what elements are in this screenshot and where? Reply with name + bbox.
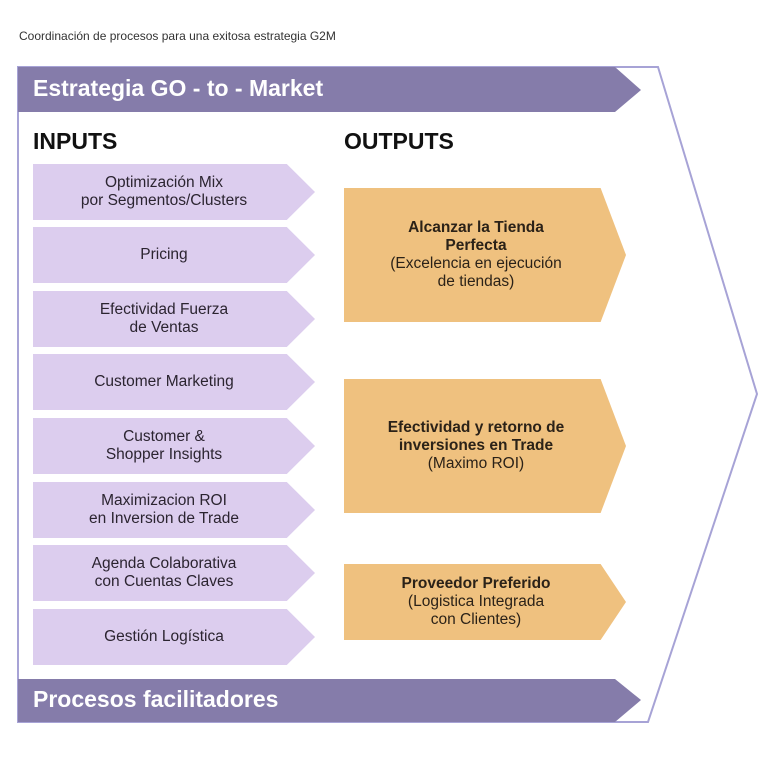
- output-title: Efectividad y retorno de inversiones en …: [387, 419, 565, 454]
- chevron-shape: [33, 354, 315, 410]
- input-chevron: Customer Marketing: [33, 354, 315, 410]
- header-band-title: Estrategia GO - to - Market: [33, 75, 324, 101]
- input-chevron: Agenda Colaborativa con Cuentas Claves: [33, 545, 315, 601]
- footer-band-shape: [18, 679, 641, 722]
- input-label: Gestión Logística: [104, 628, 224, 645]
- input-chevron: Maximizacion ROI en Inversion de Trade: [33, 482, 315, 538]
- chevron-shape: [33, 418, 315, 474]
- outputs-heading: OUTPUTS: [344, 128, 454, 154]
- input-label: Pricing: [140, 246, 188, 263]
- output-subtitle: (Maximo ROI): [427, 455, 525, 472]
- diagram-caption: Coordinación de procesos para una exitos…: [19, 29, 336, 43]
- output-chevron: Proveedor Preferido(Logistica Integrada …: [344, 564, 626, 640]
- output-title: Proveedor Preferido: [401, 575, 551, 592]
- header-band-shape: [18, 67, 641, 112]
- output-chevron: Alcanzar la Tienda Perfecta(Excelencia e…: [344, 188, 626, 322]
- input-label: Customer Marketing: [94, 373, 234, 390]
- input-chevron: Pricing: [33, 227, 315, 283]
- input-label: Agenda Colaborativa con Cuentas Claves: [91, 555, 237, 590]
- output-chevron: Efectividad y retorno de inversiones en …: [344, 379, 626, 513]
- output-subtitle: (Excelencia en ejecución de tiendas): [390, 255, 562, 290]
- output-title: Alcanzar la Tienda Perfecta: [408, 219, 544, 254]
- footer-band-title: Procesos facilitadores: [33, 686, 279, 712]
- chevron-shape: [344, 188, 626, 322]
- chevron-shape: [33, 227, 315, 283]
- output-subtitle: (Logistica Integrada con Clientes): [407, 593, 545, 628]
- chevron-shape: [33, 291, 315, 347]
- chevron-shape: [344, 564, 626, 640]
- input-label: Optimización Mix por Segmentos/Clusters: [80, 174, 248, 209]
- inputs-heading: INPUTS: [33, 128, 118, 154]
- input-chevron: Gestión Logística: [33, 609, 315, 665]
- input-chevron: Optimización Mix por Segmentos/Clusters: [33, 164, 315, 220]
- input-label: Efectividad Fuerza de Ventas: [99, 301, 229, 336]
- chevron-shape: [33, 164, 315, 220]
- input-chevron: Efectividad Fuerza de Ventas: [33, 291, 315, 347]
- chevron-shape: [33, 482, 315, 538]
- input-label: Customer & Shopper Insights: [105, 428, 223, 463]
- chevron-shape: [33, 545, 315, 601]
- input-label: Maximizacion ROI en Inversion de Trade: [89, 492, 239, 527]
- input-chevron: Customer & Shopper Insights: [33, 418, 315, 474]
- chevron-shape: [33, 609, 315, 665]
- chevron-shape: [344, 379, 626, 513]
